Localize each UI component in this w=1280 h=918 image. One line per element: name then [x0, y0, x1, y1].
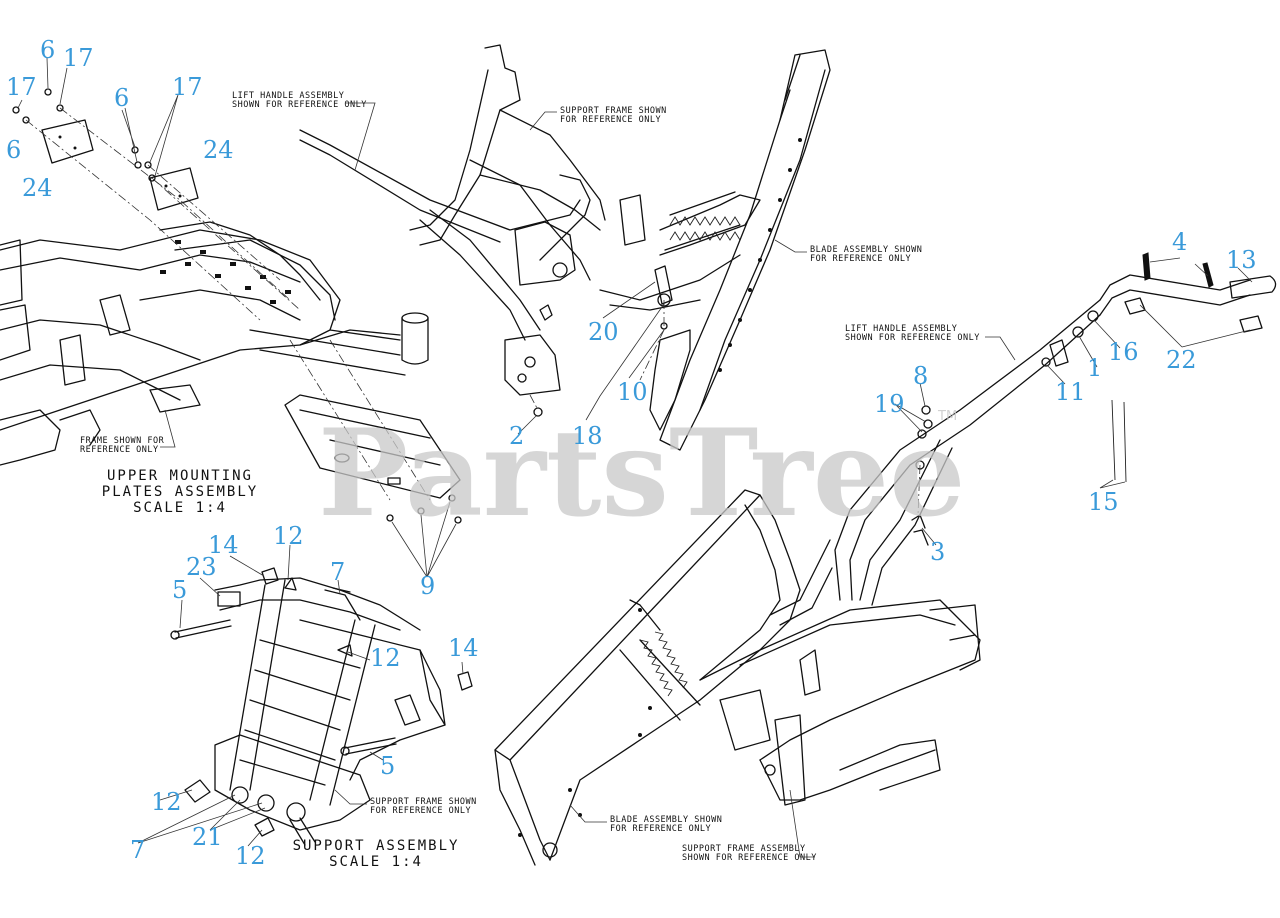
- callout-4: 4: [1172, 228, 1187, 256]
- callout-10: 10: [617, 378, 648, 406]
- callouts: 6 17 17 6 6 17 24 24 20 10 2 18 4 13 16 …: [6, 36, 1257, 870]
- callout-6: 6: [40, 36, 55, 64]
- svg-text:SHOWN FOR REFERENCE ONLY: SHOWN FOR REFERENCE ONLY: [232, 100, 367, 110]
- title-upper-mounting-plates: UPPER MOUNTING PLATES ASSEMBLY SCALE 1:4: [102, 468, 258, 516]
- callout-6: 6: [114, 84, 129, 112]
- callout-14: 14: [448, 634, 479, 662]
- svg-text:FOR REFERENCE ONLY: FOR REFERENCE ONLY: [370, 806, 471, 816]
- callout-22: 22: [1166, 346, 1197, 374]
- callout-17: 17: [172, 73, 203, 101]
- callout-8: 8: [913, 362, 928, 390]
- note-blade-bottom: BLADE ASSEMBLY SHOWN FOR REFERENCE ONLY: [569, 804, 722, 834]
- callout-12: 12: [235, 842, 266, 870]
- callout-16: 16: [1108, 338, 1139, 366]
- svg-text:SUPPORT FRAME SHOWN: SUPPORT FRAME SHOWN: [370, 797, 477, 807]
- upper-mounting-plates-assembly: [0, 88, 462, 578]
- svg-text:PLATES ASSEMBLY: PLATES ASSEMBLY: [102, 484, 258, 500]
- callout-15: 15: [1088, 488, 1119, 516]
- svg-text:SCALE 1:4: SCALE 1:4: [133, 500, 227, 516]
- svg-text:SCALE 1:4: SCALE 1:4: [329, 854, 423, 870]
- title-support-assembly: SUPPORT ASSEMBLY SCALE 1:4: [293, 838, 460, 870]
- callout-24: 24: [22, 174, 53, 202]
- callout-19: 19: [874, 390, 905, 418]
- callout-12: 12: [273, 522, 304, 550]
- lift-handle-assembly: [834, 252, 1277, 606]
- svg-text:UPPER MOUNTING: UPPER MOUNTING: [107, 468, 253, 484]
- note-blade-top: BLADE ASSEMBLY SHOWN FOR REFERENCE ONLY: [774, 239, 922, 264]
- callout-5: 5: [172, 576, 187, 604]
- support-assembly: [170, 567, 473, 846]
- svg-text:SUPPORT FRAME ASSEMBLY: SUPPORT FRAME ASSEMBLY: [682, 844, 806, 854]
- nuts-9: [386, 494, 462, 524]
- note-support-frame-assembly: SUPPORT FRAME ASSEMBLY SHOWN FOR REFEREN…: [682, 789, 817, 863]
- mounting-plate-right: [149, 167, 199, 211]
- support-frame-top: [299, 44, 831, 451]
- callout-24: 24: [203, 136, 234, 164]
- blade-assembly-bottom: [494, 489, 981, 866]
- svg-text:FOR REFERENCE ONLY: FOR REFERENCE ONLY: [560, 115, 661, 125]
- callout-20: 20: [588, 318, 619, 346]
- mounting-plate-left: [41, 119, 94, 164]
- svg-text:BLADE ASSEMBLY SHOWN: BLADE ASSEMBLY SHOWN: [610, 815, 722, 825]
- callout-7: 7: [130, 836, 145, 864]
- callout-11: 11: [1055, 378, 1086, 406]
- watermark-tm: TM: [937, 409, 957, 424]
- svg-text:LIFT HANDLE ASSEMBLY: LIFT HANDLE ASSEMBLY: [845, 324, 957, 334]
- callout-17: 17: [63, 44, 94, 72]
- note-lift-handle-2: LIFT HANDLE ASSEMBLY SHOWN FOR REFERENCE…: [845, 324, 1016, 361]
- callout-14: 14: [208, 531, 239, 559]
- svg-text:SHOWN FOR REFERENCE ONLY: SHOWN FOR REFERENCE ONLY: [845, 333, 980, 343]
- callout-1: 1: [1087, 354, 1102, 382]
- svg-text:LIFT HANDLE ASSEMBLY: LIFT HANDLE ASSEMBLY: [232, 91, 344, 101]
- svg-text:FRAME SHOWN FOR: FRAME SHOWN FOR: [80, 436, 165, 446]
- lower-mounting-plate: [284, 394, 461, 499]
- callout-5: 5: [380, 752, 395, 780]
- svg-text:SUPPORT ASSEMBLY: SUPPORT ASSEMBLY: [293, 838, 460, 854]
- svg-text:SUPPORT FRAME SHOWN: SUPPORT FRAME SHOWN: [560, 106, 667, 116]
- callout-3: 3: [930, 538, 945, 566]
- svg-text:FOR REFERENCE ONLY: FOR REFERENCE ONLY: [810, 254, 911, 264]
- callout-23: 23: [186, 553, 217, 581]
- svg-text:SHOWN FOR REFERENCE ONLY: SHOWN FOR REFERENCE ONLY: [682, 853, 817, 863]
- callout-12: 12: [370, 644, 401, 672]
- note-lift-handle-1: LIFT HANDLE ASSEMBLY SHOWN FOR REFERENCE…: [232, 91, 376, 171]
- callout-18: 18: [572, 422, 603, 450]
- callout-2: 2: [509, 422, 524, 450]
- partstree-watermark: PartsTree: [318, 403, 965, 544]
- callout-9: 9: [420, 572, 435, 600]
- callout-13: 13: [1226, 246, 1257, 274]
- callout-6: 6: [6, 136, 21, 164]
- svg-text:BLADE ASSEMBLY SHOWN: BLADE ASSEMBLY SHOWN: [810, 245, 922, 255]
- note-support-frame-bottom: SUPPORT FRAME SHOWN FOR REFERENCE ONLY: [334, 789, 477, 816]
- callout-12: 12: [151, 788, 182, 816]
- callout-21: 21: [192, 823, 223, 851]
- note-frame: FRAME SHOWN FOR REFERENCE ONLY: [80, 409, 176, 455]
- note-support-frame-top: SUPPORT FRAME SHOWN FOR REFERENCE ONLY: [529, 106, 667, 131]
- svg-text:REFERENCE ONLY: REFERENCE ONLY: [80, 445, 159, 455]
- callout-7: 7: [330, 558, 345, 586]
- svg-text:FOR REFERENCE ONLY: FOR REFERENCE ONLY: [610, 824, 711, 834]
- callout-17: 17: [6, 73, 37, 101]
